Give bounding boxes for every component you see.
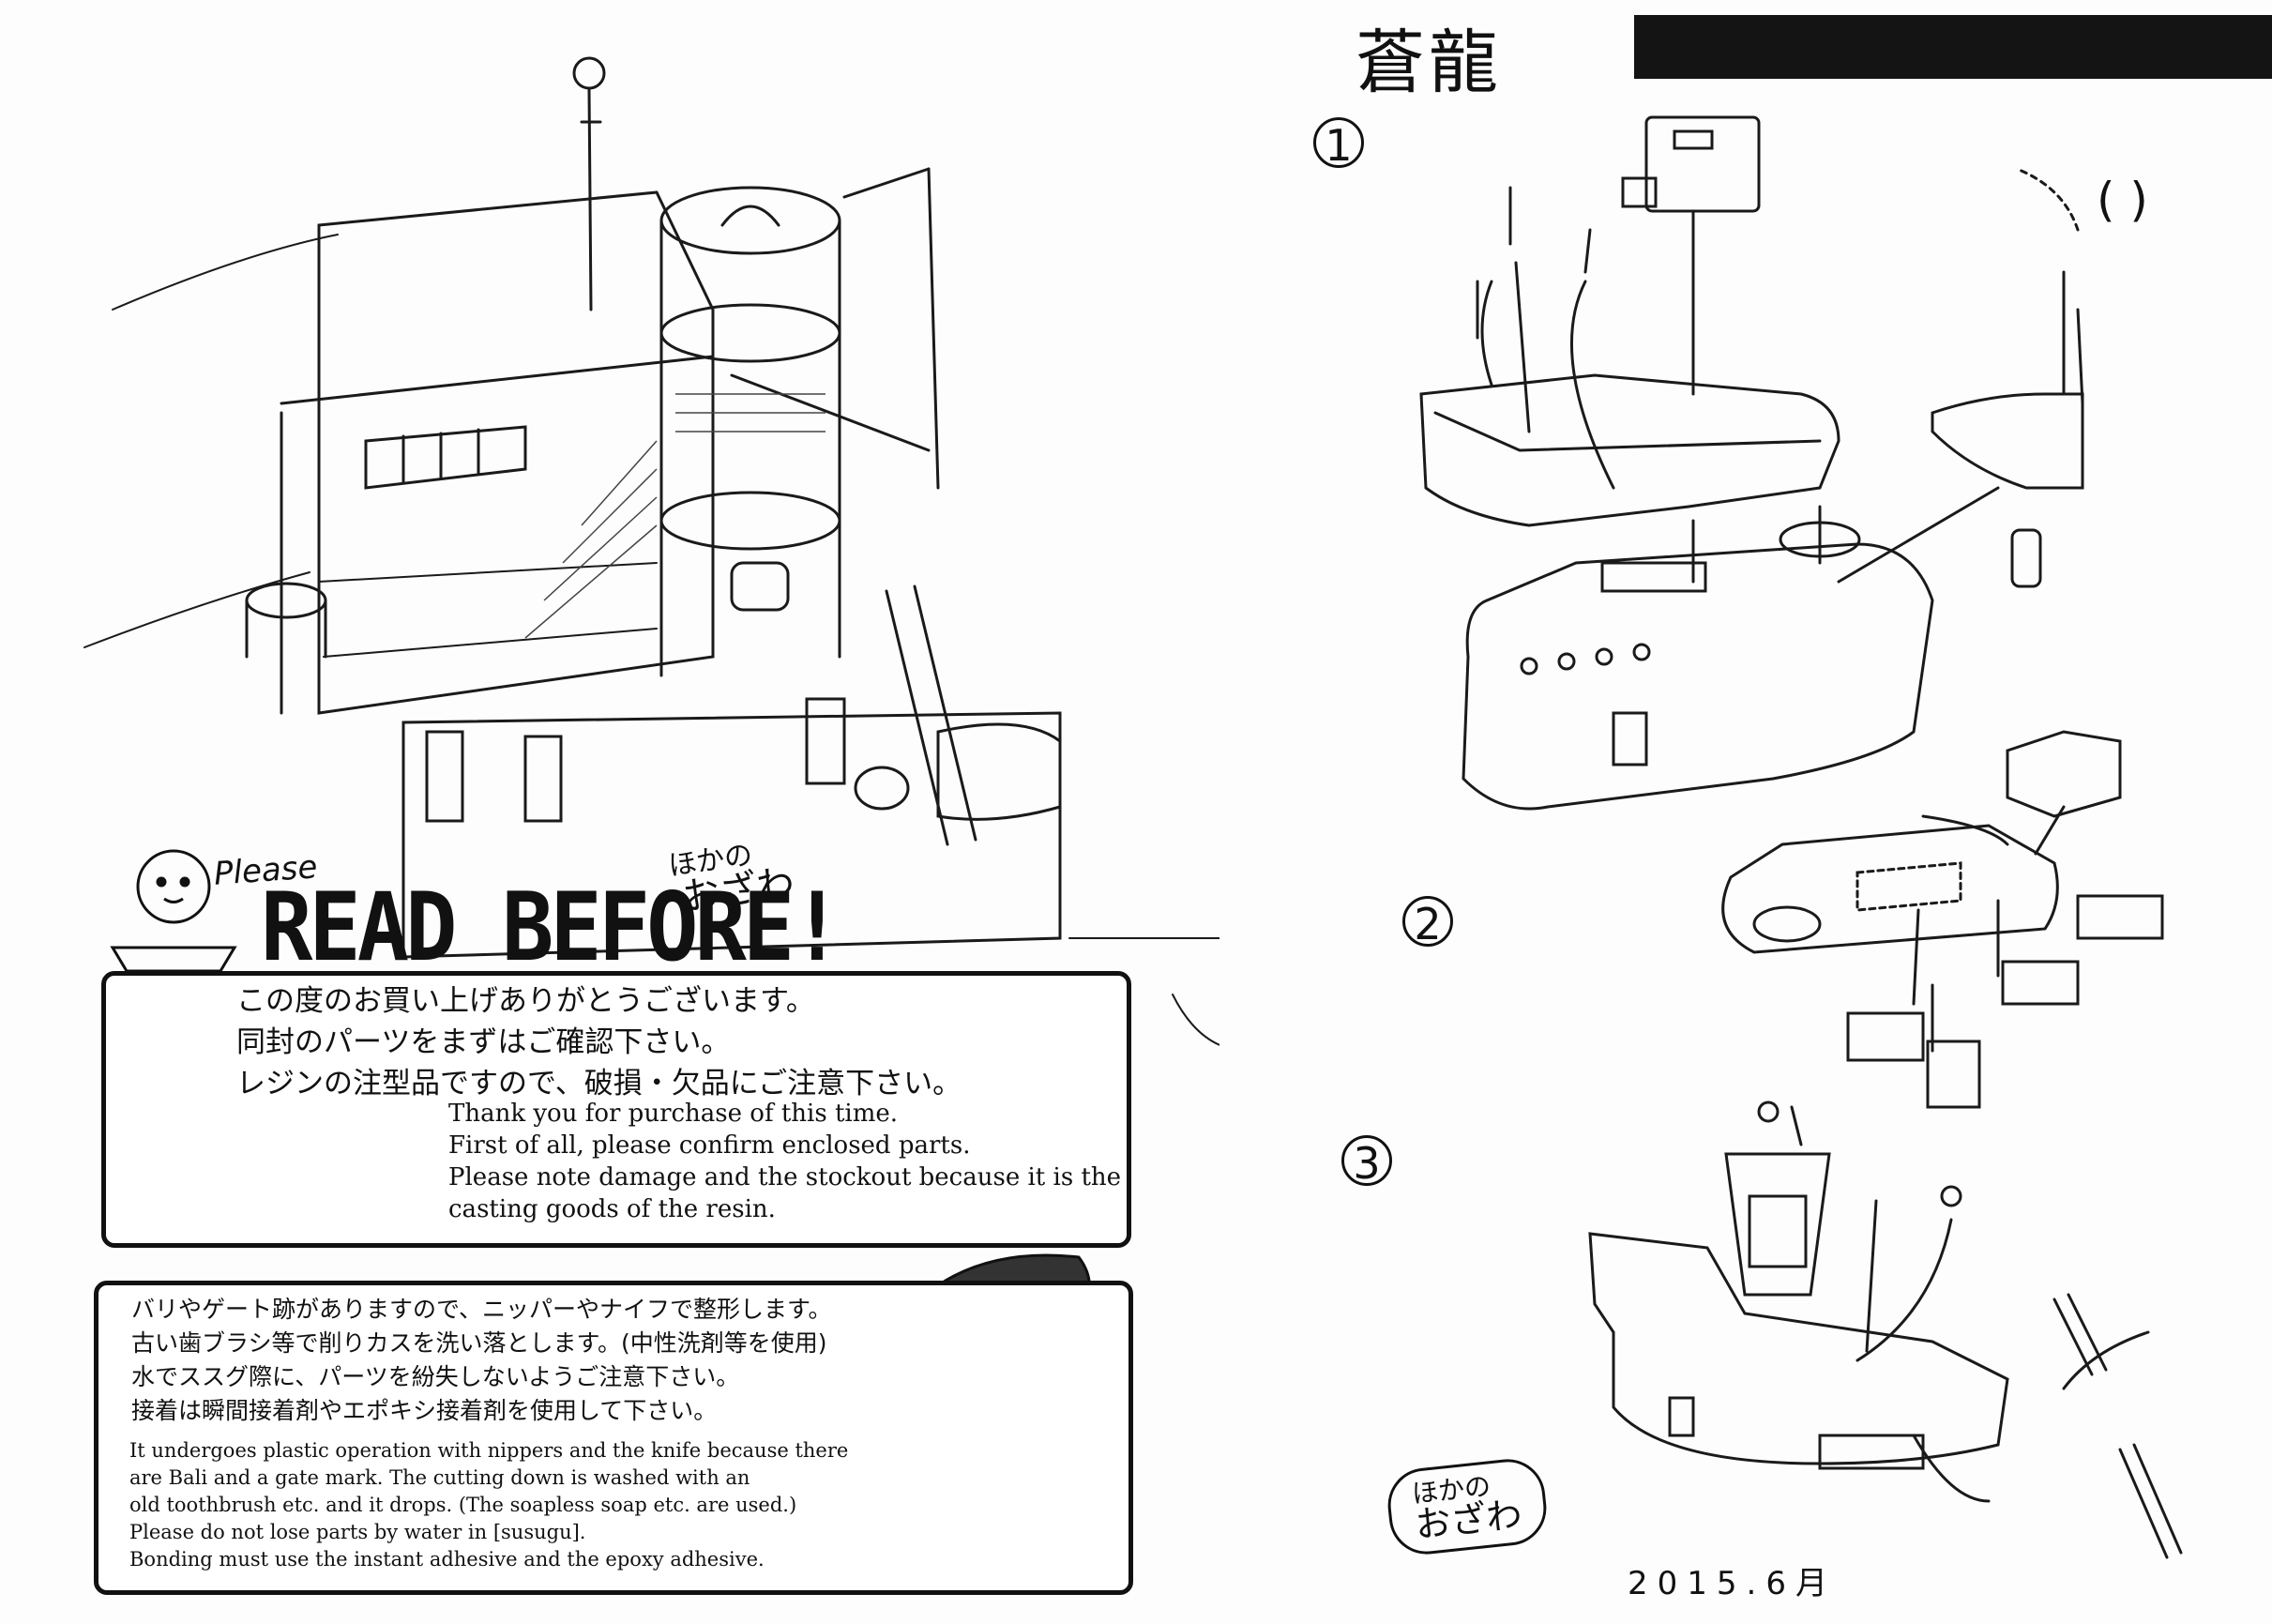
cleanup-en-line: Please do not lose parts by water in [su… — [129, 1521, 586, 1543]
step1-part-box — [1644, 115, 1761, 213]
step-number-3: 3 — [1341, 1135, 1392, 1189]
thanks-en-line: First of all, please confirm enclosed pa… — [448, 1131, 971, 1160]
cleanup-en-line: are Bali and a gate mark. The cutting do… — [129, 1466, 750, 1489]
thanks-en-line: Please note damage and the stockout beca… — [448, 1163, 1122, 1191]
step-number-2: 2 — [1402, 896, 1453, 949]
signature-bottom-line: おざわ — [1413, 1494, 1524, 1546]
thanks-en-line: Thank you for purchase of this time. — [448, 1100, 899, 1128]
step-number-1: 1 — [1313, 117, 1364, 171]
cleanup-jp-line: 接着は瞬間接着剤やエポキシ接着剤を使用して下さい。 — [131, 1397, 718, 1424]
thanks-jp-text: この度のお買い上げありがとうございます。 同封のパーツをまずはご確認下さい。 レ… — [236, 980, 962, 1104]
header-banner — [1634, 15, 2272, 79]
cleanup-en-line: It undergoes plastic operation with nipp… — [129, 1439, 849, 1462]
thanks-jp-line: レジンの注型品ですので、破損・欠品にご注意下さい。 — [236, 1067, 962, 1100]
signature-left: ほかの おざわ — [666, 836, 796, 919]
cleanup-en-text: It undergoes plastic operation with nipp… — [129, 1437, 848, 1573]
thanks-en-line: casting goods of the resin. — [448, 1195, 776, 1223]
right-page: ( ) — [1219, 0, 2272, 1624]
notice-box-thanks — [101, 971, 1131, 1248]
mast-ring — [572, 56, 606, 90]
thanks-en-text: Thank you for purchase of this time. Fir… — [448, 1098, 1121, 1225]
left-page: Please READ BEFORE! ほかの おざわ この度のお買い上げありが… — [83, 56, 1219, 1595]
cleanup-jp-line: 水でススグ際に、パーツを紛失しないようご注意下さい。 — [131, 1363, 740, 1390]
svg-text:( ): ( ) — [2097, 173, 2148, 227]
cleanup-jp-text: バリやゲート跡がありますので、ニッパーやナイフで整形します。 古い歯ブラシ等で削… — [131, 1293, 832, 1428]
cleanup-jp-line: 古い歯ブラシ等で削りカスを洗い落とします。(中性洗剤等を使用) — [131, 1329, 827, 1357]
ship-name-title: 蒼龍 — [1356, 23, 1502, 103]
assembly-diagram: ( ) — [1419, 115, 2183, 1559]
cleanup-en-line: Bonding must use the instant adhesive an… — [129, 1548, 765, 1571]
notice-box-cleanup — [94, 1281, 1133, 1595]
cleanup-jp-line: バリやゲート跡がありますので、ニッパーやナイフで整形します。 — [131, 1296, 832, 1323]
thanks-jp-line: 同封のパーツをまずはご確認下さい。 — [236, 1025, 731, 1059]
read-before-heading: READ BEFORE! — [261, 872, 843, 983]
cleanup-en-line: old toothbrush etc. and it drops. (The s… — [129, 1494, 797, 1516]
thanks-jp-line: この度のお買い上げありがとうございます。 — [236, 984, 815, 1018]
date-label: 2015.6月 — [1628, 1565, 1837, 1602]
